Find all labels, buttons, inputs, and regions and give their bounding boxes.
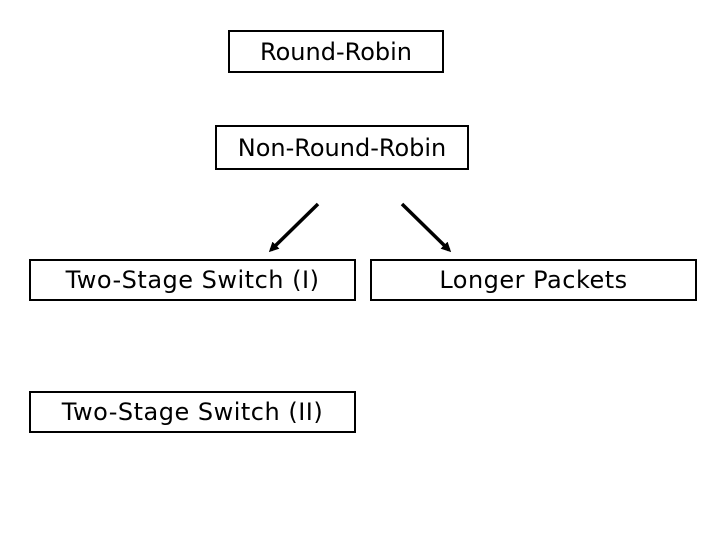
non-round-robin-label: Non-Round-Robin bbox=[237, 133, 447, 162]
arrow-to-longer-packets bbox=[400, 202, 452, 253]
non-round-robin-box: Non-Round-Robin bbox=[215, 125, 469, 170]
two-stage-switch-1-label: Two-Stage Switch (I) bbox=[65, 266, 320, 294]
round-robin-box: Round-Robin bbox=[228, 30, 444, 73]
round-robin-label: Round-Robin bbox=[260, 37, 412, 66]
longer-packets-label: Longer Packets bbox=[439, 266, 628, 294]
arrow-to-two-stage-switch-1 bbox=[268, 202, 320, 253]
two-stage-switch-1-box: Two-Stage Switch (I) bbox=[29, 259, 356, 301]
longer-packets-box: Longer Packets bbox=[370, 259, 697, 301]
two-stage-switch-2-box: Two-Stage Switch (II) bbox=[29, 391, 356, 433]
two-stage-switch-2-label: Two-Stage Switch (II) bbox=[61, 398, 324, 426]
